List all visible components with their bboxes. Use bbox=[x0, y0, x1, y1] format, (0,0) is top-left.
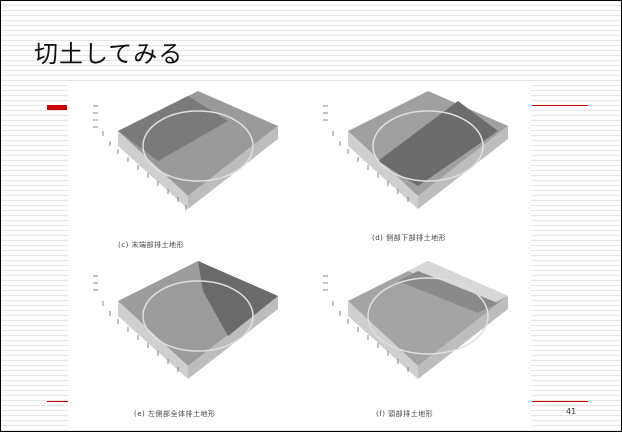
title-underline-right bbox=[532, 105, 588, 106]
terrain-figure-f bbox=[308, 261, 518, 391]
figure-image: (c) 末端部排土地形 bbox=[68, 83, 531, 429]
terrain-figure-d bbox=[308, 91, 518, 221]
caption-f: (f) 頭部排土地形 bbox=[376, 410, 434, 418]
terrain-figure-e bbox=[78, 261, 288, 391]
terrain-figure-c bbox=[78, 91, 288, 221]
caption-e: (e) 左側部全体排土地形 bbox=[134, 410, 216, 418]
caption-d: (d) 側部下部排土地形 bbox=[372, 234, 447, 242]
footer-line-left bbox=[47, 401, 69, 402]
slide-title: 切土してみる bbox=[34, 40, 184, 68]
accent-block bbox=[47, 105, 67, 110]
page-number: 41 bbox=[566, 407, 577, 416]
footer-line-right bbox=[532, 401, 588, 402]
caption-c: (c) 末端部排土地形 bbox=[118, 241, 185, 249]
